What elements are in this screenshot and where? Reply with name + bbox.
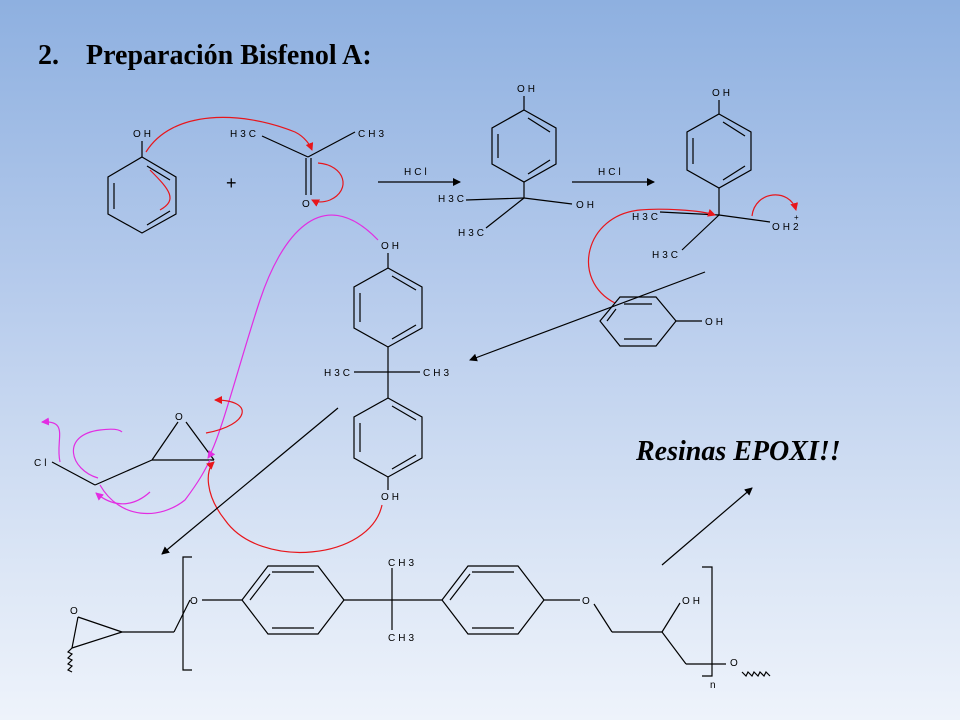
intermediate-oxonium: OH H3C OH2 + H3C: [632, 88, 802, 261]
epi-cl-label: Cl: [34, 458, 49, 469]
resin-bracket-right: [702, 566, 713, 677]
acetone-o-label: O: [302, 199, 313, 210]
resin-ch3-label-top: CH3: [388, 558, 417, 569]
arrow-to-epoxy-resin: [161, 407, 339, 555]
arrow-bottom-oh-attack: [206, 461, 383, 554]
bpa-h3c-label: H3C: [324, 368, 353, 379]
resin-bracket-left: [182, 556, 192, 671]
intermediate-carbinol: OH H3C OH H3C: [438, 84, 597, 239]
arrow-ring-closure: [95, 491, 151, 505]
phenol-molecule: OH: [107, 129, 177, 234]
title-text: Preparación Bisfenol A:: [86, 40, 372, 71]
acetone-molecule: H3C CH3 O: [230, 129, 387, 210]
arrow-to-bisphenol-a: [469, 271, 706, 362]
arrow-second-phenol-attack: [588, 208, 716, 304]
arrow-phenoxide-attack: [207, 214, 379, 459]
second-phenol-molecule: OH: [599, 296, 726, 347]
int1-h3c-label-b: H3C: [458, 228, 487, 239]
arrow-carbonyl-electrons: [311, 162, 344, 207]
int2-h3c-label-b: H3C: [652, 250, 681, 261]
int2-h3c-label-a: H3C: [632, 212, 661, 223]
arrow-ring-opening-lower: [99, 459, 211, 515]
acetone-ch3-label: CH3: [358, 129, 387, 140]
epoxy-resin-polymer: O O CH3 CH3 O OH n O: [66, 556, 771, 691]
arrow-ring-electrons: [149, 169, 171, 211]
resin-oh-label: OH: [682, 596, 703, 607]
resin-o-label-ether-1: O: [190, 596, 201, 607]
arrow-epoxide-electrons: [205, 396, 243, 434]
int1-oh-label-b: OH: [576, 200, 597, 211]
int1-h3c-label-a: H3C: [438, 194, 467, 205]
arrow-chloride-out: [41, 417, 61, 463]
hcl-label-1: HCl: [404, 167, 430, 178]
int2-oh-label: OH: [712, 88, 733, 99]
bisphenol-a-molecule: OH H3C CH3 OH: [324, 241, 452, 503]
title-number: 2.: [38, 40, 59, 71]
bpa-oh-label-top: OH: [381, 241, 402, 252]
hcl-label-2: HCl: [598, 167, 624, 178]
resin-wavy-end-right: [741, 670, 771, 678]
epi-o-label: O: [175, 412, 186, 423]
product-caption: Resinas EPOXI!!: [636, 436, 841, 467]
resin-o-label-ether-2: O: [582, 596, 593, 607]
phenol-oh-label: OH: [133, 129, 154, 140]
resin-wavy-end-left: [66, 647, 74, 673]
arrow-chloride-leaving: [72, 428, 123, 479]
int1-oh-label: OH: [517, 84, 538, 95]
int2-charge-label: +: [794, 213, 802, 222]
second-phenol-oh-label: OH: [705, 317, 726, 328]
arrow-nucleophilic-attack: [145, 116, 314, 153]
epichlorohydrin-molecule: Cl O: [34, 412, 215, 486]
bpa-oh-label-bottom: OH: [381, 492, 402, 503]
plus-sign: +: [226, 173, 237, 193]
bpa-ch3-label: CH3: [423, 368, 452, 379]
arrow-water-leaving: [751, 194, 799, 217]
acetone-h3c-label: H3C: [230, 129, 259, 140]
resin-o-label: O: [70, 606, 81, 617]
resin-repeat-n-label: n: [710, 680, 719, 691]
resin-ch3-label-bottom: CH3: [388, 633, 417, 644]
arrow-to-caption: [661, 487, 753, 566]
slide-title: 2. Preparación Bisfenol A:: [38, 40, 372, 72]
int2-oh2-label: OH2: [772, 222, 802, 233]
resin-o-label-end: O: [730, 658, 741, 669]
